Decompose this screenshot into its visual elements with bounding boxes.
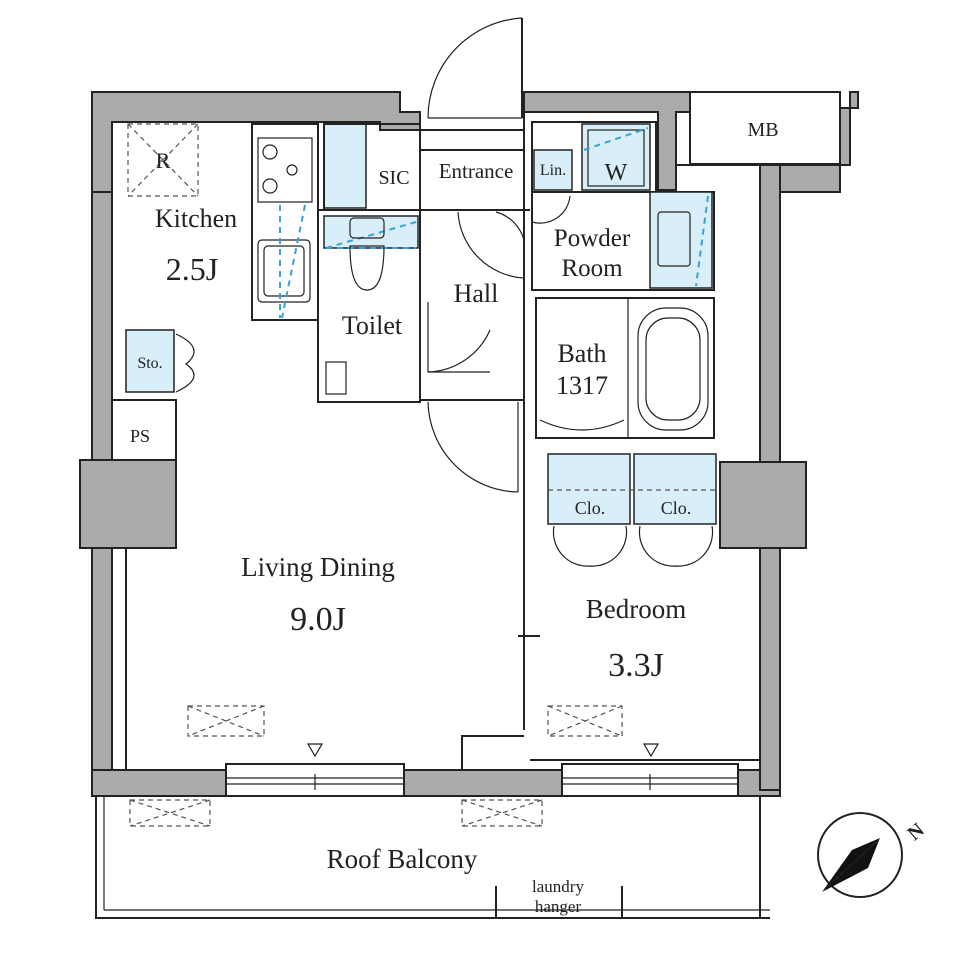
sic: SIC: [323, 123, 421, 211]
laundry-label-1: laundry: [532, 877, 584, 896]
ps-label: PS: [130, 426, 150, 446]
entrance-label: Entrance: [439, 159, 514, 183]
closet-left-label: Clo.: [575, 498, 606, 518]
hall: Hall: [420, 112, 525, 730]
living-label: Living Dining: [241, 552, 395, 582]
powder-room-label-2: Room: [561, 255, 623, 282]
living-dining: Living Dining 9.0J: [125, 547, 524, 770]
compass-n-label: N: [903, 819, 929, 845]
powder-room-label-1: Powder: [554, 225, 631, 252]
sink-icon: [257, 239, 311, 303]
compass-ring: [817, 812, 903, 898]
bath: Bath 1317: [535, 297, 715, 439]
mb-box: [689, 91, 841, 165]
fridge-label: R: [156, 148, 171, 173]
fridge-space: [127, 123, 199, 197]
washer-label: W: [605, 160, 628, 186]
toilet: Toilet: [317, 209, 421, 403]
bedroom: Bedroom 3.3J: [518, 594, 760, 761]
kitchen: R Kitchen 2.5J: [127, 123, 319, 321]
toilet-tank-icon: [349, 217, 385, 239]
bedroom-size: 3.3J: [608, 647, 664, 684]
powder-room: Powder Room: [531, 191, 715, 291]
entrance-door[interactable]: [427, 17, 523, 119]
storage-label: Sto.: [137, 355, 162, 372]
bath-label-1: Bath: [557, 339, 606, 368]
roof-balcony: Roof Balcony laundry hanger: [95, 796, 770, 919]
balcony-label: Roof Balcony: [327, 844, 478, 874]
closets: Clo. Clo.: [547, 453, 717, 567]
toilet-bowl-icon: [349, 245, 385, 291]
kitchen-label: Kitchen: [155, 204, 237, 233]
bath-label-2: 1317: [556, 371, 608, 400]
sic-label: SIC: [378, 167, 409, 189]
kitchen-counter: [251, 123, 319, 321]
ps: PS: [111, 399, 177, 461]
entrance-area: Entrance: [419, 129, 530, 279]
linen-label: Lin.: [540, 162, 566, 179]
windows: [225, 763, 739, 797]
kitchen-size: 2.5J: [166, 251, 218, 287]
laundry-label-2: hanger: [535, 897, 582, 916]
bathtub-icon: [637, 307, 709, 431]
mb-label: MB: [747, 119, 778, 141]
outer-walls: [79, 91, 859, 797]
linen-washer: Lin. W: [531, 121, 657, 224]
bedroom-label: Bedroom: [586, 594, 687, 624]
closet-right-label: Clo.: [661, 498, 692, 518]
stove-icon: [257, 137, 313, 203]
living-size: 9.0J: [290, 601, 346, 638]
storage: Sto.: [112, 329, 195, 401]
hall-label: Hall: [454, 279, 499, 308]
toilet-label: Toilet: [342, 311, 403, 340]
compass: N: [817, 812, 929, 898]
vanity-sink-icon: [657, 211, 691, 267]
